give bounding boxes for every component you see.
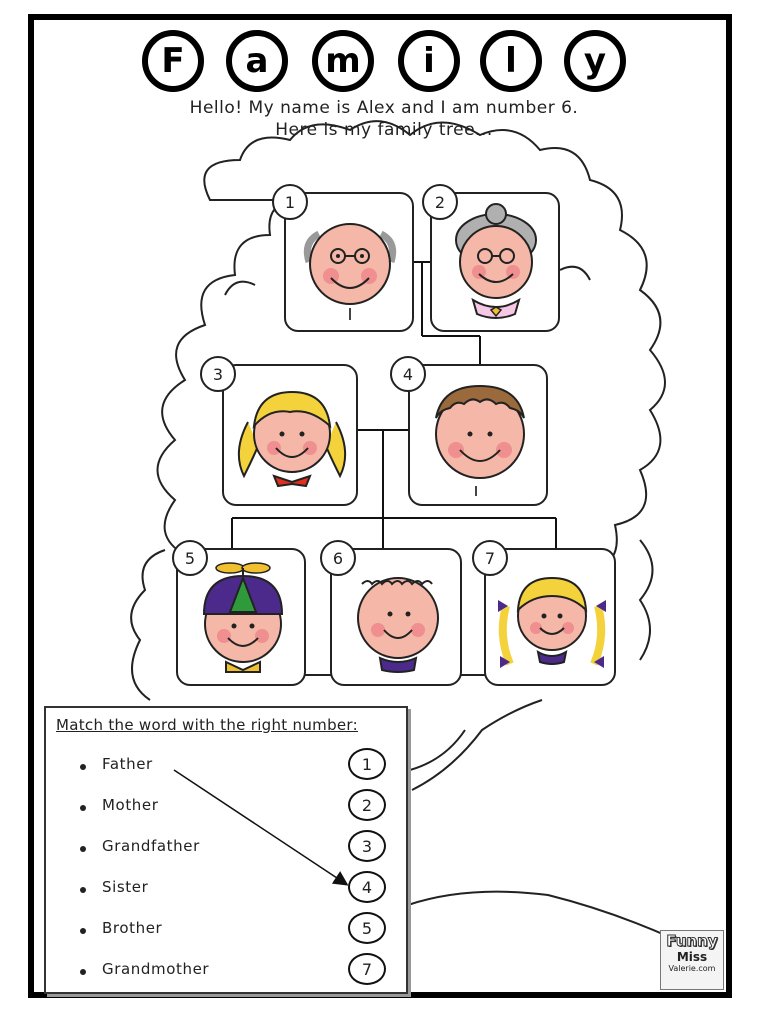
grandfather-face-icon [303, 223, 397, 320]
match-word-father[interactable]: Father [102, 755, 153, 773]
mother-face-icon [237, 390, 347, 488]
bullet-icon [80, 969, 86, 975]
logo-line-1: Funny [666, 932, 718, 950]
funny-miss-valerie-logo: Funny Miss Valerie.com [660, 930, 724, 990]
family-card-1 [284, 192, 414, 332]
title-letter-l: l [480, 30, 542, 92]
match-number-1[interactable]: 1 [348, 748, 386, 780]
match-title: Match the word with the right number: [56, 716, 358, 734]
father-face-icon [435, 384, 525, 496]
example-arrow-icon [173, 769, 349, 886]
title-letter-a: a [226, 30, 288, 92]
family-card-3 [222, 364, 358, 506]
grandmother-face-icon [455, 203, 537, 319]
match-word-brother[interactable]: Brother [102, 919, 163, 937]
match-number-5[interactable]: 5 [348, 912, 386, 944]
page-border [28, 14, 732, 998]
title-letter-m: m [312, 30, 374, 92]
match-number-7[interactable]: 7 [348, 953, 386, 985]
match-word-grandmother[interactable]: Grandmother [102, 960, 210, 978]
brother-face-icon [202, 562, 284, 673]
bullet-icon [80, 805, 86, 811]
logo-line-3: Valerie.com [668, 964, 716, 973]
alex-face-icon [357, 577, 439, 673]
member-number-6: 6 [320, 540, 356, 576]
member-number-2: 2 [422, 184, 458, 220]
family-card-4 [408, 364, 548, 506]
member-number-3: 3 [200, 356, 236, 392]
member-number-1: 1 [272, 184, 308, 220]
sister-face-icon [498, 576, 606, 668]
title-letter-i: i [398, 30, 460, 92]
match-number-3[interactable]: 3 [348, 830, 386, 862]
member-number-5: 5 [172, 540, 208, 576]
family-card-7 [484, 548, 616, 686]
member-number-4: 4 [390, 356, 426, 392]
title-letter-y: y [564, 30, 626, 92]
bullet-icon [80, 887, 86, 893]
bullet-icon [80, 928, 86, 934]
match-number-2[interactable]: 2 [348, 789, 386, 821]
match-word-grandfather[interactable]: Grandfather [102, 837, 200, 855]
match-number-4[interactable]: 4 [348, 871, 386, 903]
matching-exercise: Match the word with the right number: Fa… [44, 706, 408, 994]
intro-line-1: Hello! My name is Alex and I am number 6… [189, 98, 579, 118]
title-letter-f: F [142, 30, 204, 92]
match-word-sister[interactable]: Sister [102, 878, 149, 896]
family-card-6 [330, 548, 462, 686]
bullet-icon [80, 764, 86, 770]
bullet-icon [80, 846, 86, 852]
logo-line-2: Miss [676, 950, 708, 964]
match-word-mother[interactable]: Mother [102, 796, 159, 814]
family-card-5 [176, 548, 306, 686]
member-number-7: 7 [472, 540, 508, 576]
